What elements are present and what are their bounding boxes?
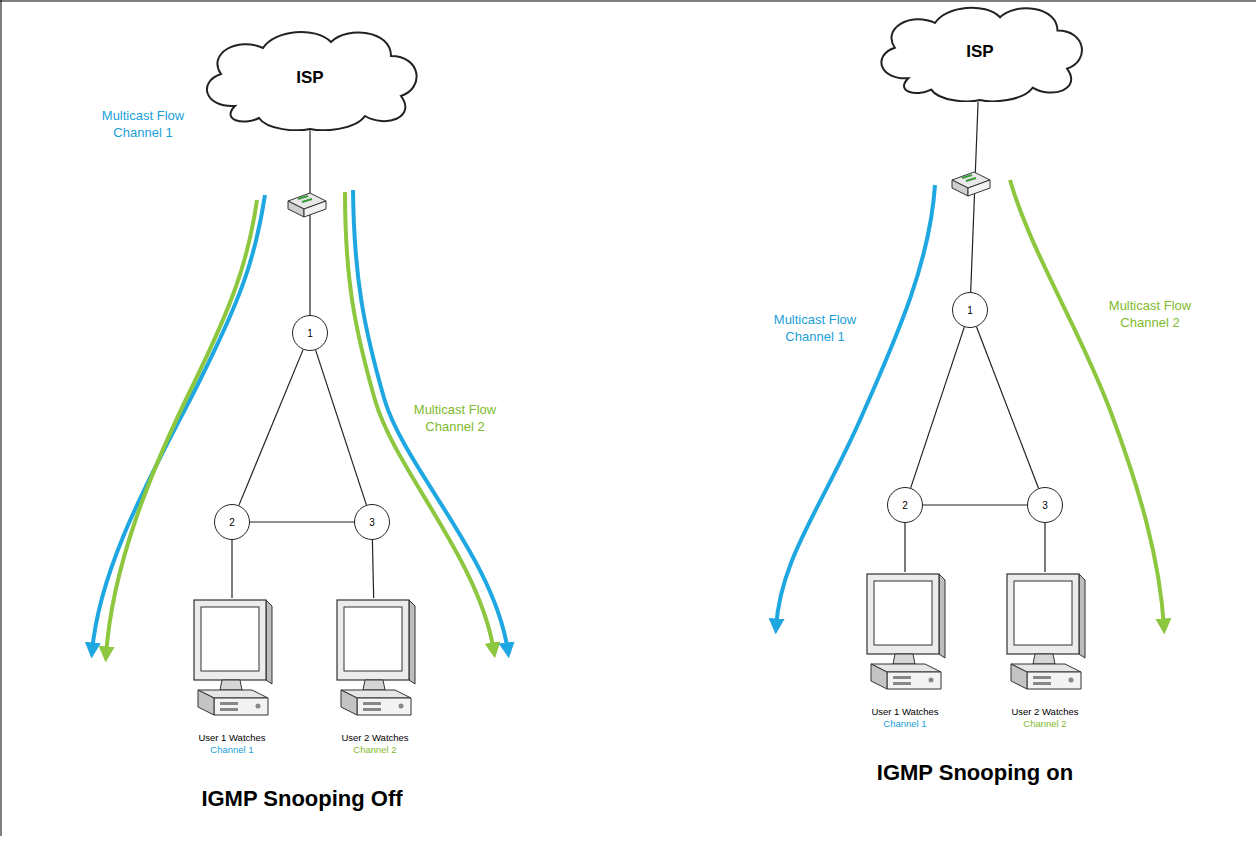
- computer-icon: [999, 572, 1091, 692]
- switch-circle: 2: [887, 487, 923, 523]
- cloud-label: ISP: [966, 42, 993, 62]
- computer-node: User 1 WatchesChannel 1: [182, 598, 282, 756]
- switch-circle: 2: [214, 504, 250, 540]
- network-link: [923, 504, 1027, 505]
- network-link: [231, 540, 232, 598]
- network-link: [239, 350, 303, 506]
- switch-number: 1: [307, 328, 313, 339]
- switch-number: 2: [229, 517, 235, 528]
- router-icon: [952, 172, 990, 196]
- network-link: [911, 327, 965, 488]
- network-link: [976, 327, 1038, 488]
- switch-number: 3: [1042, 500, 1048, 511]
- flow-label: Multicast Flow Channel 2: [1102, 298, 1198, 332]
- switch-circle: 3: [1027, 487, 1063, 523]
- switch-circle: 3: [354, 504, 390, 540]
- router-icon: [288, 193, 326, 217]
- user-caption: User 2 Watches: [325, 732, 425, 744]
- network-link: [1044, 523, 1045, 572]
- computer-icon: [859, 572, 951, 692]
- flow-label: Multicast Flow Channel 2: [407, 402, 503, 436]
- computer-node: User 2 WatchesChannel 2: [995, 572, 1095, 730]
- multicast-flow: [353, 190, 508, 652]
- computer-icon: [329, 598, 421, 718]
- network-link: [372, 540, 373, 598]
- computer-node: User 2 WatchesChannel 2: [325, 598, 425, 756]
- multicast-flow: [106, 200, 257, 656]
- switch-number: 1: [967, 305, 973, 316]
- switch-circle: 1: [292, 315, 328, 351]
- panel-caption: IGMP Snooping Off: [142, 786, 462, 812]
- cloud-node: ISP: [870, 2, 1090, 102]
- user-caption: User 1 Watches: [182, 732, 282, 744]
- switch-number: 2: [902, 500, 908, 511]
- panel-caption: IGMP Snooping on: [815, 760, 1135, 786]
- channel-caption: Channel 2: [995, 718, 1095, 730]
- computer-icon: [186, 598, 278, 718]
- frame-line: [0, 1, 1256, 2]
- multicast-flow: [1010, 180, 1164, 628]
- user-caption: User 1 Watches: [855, 706, 955, 718]
- channel-caption: Channel 1: [182, 744, 282, 756]
- network-link: [904, 523, 905, 572]
- user-caption: User 2 Watches: [995, 706, 1095, 718]
- switch-number: 3: [369, 517, 375, 528]
- cloud-label: ISP: [296, 68, 323, 88]
- multicast-flow: [776, 185, 935, 628]
- channel-caption: Channel 1: [855, 718, 955, 730]
- network-link: [971, 102, 978, 292]
- flow-label: Multicast Flow Channel 1: [95, 108, 191, 142]
- flow-label: Multicast Flow Channel 1: [767, 312, 863, 346]
- channel-caption: Channel 2: [325, 744, 425, 756]
- frame-line: [1, 0, 2, 836]
- cloud-node: ISP: [195, 26, 425, 131]
- computer-node: User 1 WatchesChannel 1: [855, 572, 955, 730]
- network-link: [309, 131, 310, 316]
- network-link: [316, 350, 367, 505]
- switch-circle: 1: [952, 292, 988, 328]
- network-link: [250, 521, 354, 522]
